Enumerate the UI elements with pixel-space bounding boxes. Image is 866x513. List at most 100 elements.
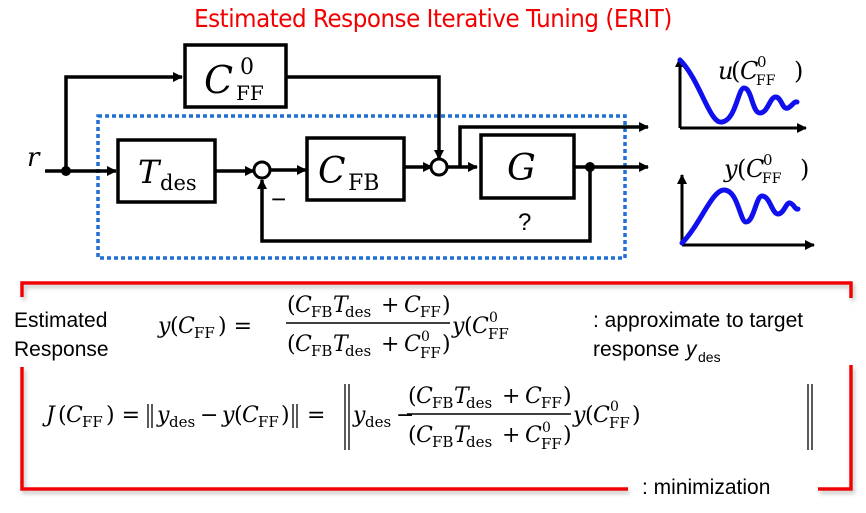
svg-text:(: ( xyxy=(287,332,296,357)
svg-text:FB: FB xyxy=(311,342,332,360)
svg-text:y: y xyxy=(451,314,465,339)
input-plot-sym: C xyxy=(740,57,758,85)
svg-text:−: − xyxy=(200,403,218,428)
svg-text:des: des xyxy=(345,342,371,360)
svg-text:C: C xyxy=(295,293,312,318)
input-label-r: r xyxy=(27,143,41,173)
svg-text:(: ( xyxy=(464,314,473,339)
svg-text:y: y xyxy=(157,314,171,339)
svg-text:T: T xyxy=(333,293,350,318)
output-plot-fn: y xyxy=(723,155,738,183)
svg-text:C: C xyxy=(178,314,195,339)
output-plot-sup: 0 xyxy=(763,151,773,169)
svg-text:FF: FF xyxy=(488,325,509,343)
formula-panel xyxy=(20,281,853,491)
target-block-sub: des xyxy=(160,171,197,195)
svg-text:T: T xyxy=(454,384,471,409)
svg-text:) =: ) = xyxy=(218,314,252,339)
svg-text:C: C xyxy=(525,423,542,448)
output-plot-sub: FF xyxy=(762,171,782,187)
summing-junction-feedforward xyxy=(429,157,449,177)
plant-block[interactable]: G xyxy=(479,133,576,200)
svg-text:FF: FF xyxy=(541,435,562,453)
output-signal-curve xyxy=(679,187,801,246)
minus-sign: − xyxy=(271,184,286,214)
target-response-sub: des xyxy=(698,349,721,365)
svg-text:0: 0 xyxy=(489,310,498,326)
svg-text:): ) xyxy=(800,155,809,183)
feedforward-branch xyxy=(64,72,183,171)
svg-text:J: J xyxy=(42,403,56,428)
svg-text:FF: FF xyxy=(82,413,103,431)
svg-text:): ) xyxy=(281,403,290,428)
svg-text:(: ( xyxy=(234,403,243,428)
svg-text:FB: FB xyxy=(432,394,453,412)
fb-block-sub: FB xyxy=(348,171,379,196)
svg-text:): ) xyxy=(442,332,451,357)
feedforward-output xyxy=(286,75,444,160)
svg-text:C: C xyxy=(525,384,542,409)
svg-text:des: des xyxy=(365,413,391,431)
signal-lines xyxy=(45,72,649,243)
minimization-note: : minimization xyxy=(642,476,770,499)
input-junction-dot xyxy=(61,166,71,176)
svg-text:des: des xyxy=(466,394,492,412)
slide-title: Estimated Response Iterative Tuning (ERI… xyxy=(194,4,672,33)
closed-loop-boundary xyxy=(96,114,627,260)
estimated-label-line2: Response xyxy=(14,338,109,361)
svg-text:FF: FF xyxy=(420,344,441,362)
svg-text:y: y xyxy=(352,403,366,428)
svg-text:+: + xyxy=(381,332,399,357)
svg-text:(: ( xyxy=(408,423,417,448)
estimated-label-line1: Estimated xyxy=(14,309,107,332)
svg-text:(: ( xyxy=(737,155,746,183)
input-plot-fn: u xyxy=(718,57,733,85)
svg-text:(: ( xyxy=(585,403,594,428)
svg-text:C: C xyxy=(295,332,312,357)
feedforward-block[interactable]: C 0 FF xyxy=(183,43,288,109)
svg-text:FB: FB xyxy=(311,303,332,321)
svg-text:T: T xyxy=(333,332,350,357)
svg-text:): ) xyxy=(632,403,641,428)
svg-text:=: = xyxy=(307,403,325,428)
svg-text:(: ( xyxy=(170,314,179,339)
svg-text:FF: FF xyxy=(420,303,441,321)
svg-text:C: C xyxy=(404,293,421,318)
approx-note: : approximate to target xyxy=(593,309,803,332)
svg-text:des: des xyxy=(169,413,195,431)
svg-text:(: ( xyxy=(731,57,740,85)
svg-text:C: C xyxy=(593,403,610,428)
svg-text:+: + xyxy=(502,423,520,448)
svg-text:des: des xyxy=(466,433,492,451)
fb-block-symbol: C xyxy=(318,151,346,192)
svg-text:C: C xyxy=(416,423,433,448)
svg-text:C: C xyxy=(416,384,433,409)
u-output-line xyxy=(458,122,649,167)
svg-text:y: y xyxy=(221,403,235,428)
svg-text:+: + xyxy=(502,384,520,409)
svg-text:FF: FF xyxy=(258,413,279,431)
approx-note-line2: response xyxy=(593,338,679,361)
svg-text:C: C xyxy=(66,403,83,428)
svg-text:+: + xyxy=(381,293,399,318)
svg-text:−: − xyxy=(396,403,414,428)
svg-text:FF: FF xyxy=(541,394,562,412)
svg-text:FB: FB xyxy=(432,433,453,451)
output-plot-sym: C xyxy=(746,155,764,183)
svg-text:): ) xyxy=(563,384,572,409)
svg-text:): ) xyxy=(794,57,803,85)
svg-text:(: ( xyxy=(58,403,67,428)
target-block[interactable]: T des xyxy=(116,138,217,204)
svg-text:): ) xyxy=(563,423,572,448)
estimated-response-equation: y ( C FF ) = ( C FB T des + C FF ) ( C F… xyxy=(157,293,509,362)
unknown-plant-mark: ? xyxy=(518,209,531,236)
ff-block-sup: 0 xyxy=(240,55,254,80)
feedback-controller-block[interactable]: C FB xyxy=(305,136,406,202)
svg-text:C: C xyxy=(472,314,489,339)
svg-text:0: 0 xyxy=(610,399,619,415)
cost-function-equation: J ( C FF ) = y des − y ( C FF ) = y des … xyxy=(42,384,813,453)
svg-text:y: y xyxy=(156,403,170,428)
svg-text:(: ( xyxy=(287,293,296,318)
svg-text:C: C xyxy=(242,403,259,428)
